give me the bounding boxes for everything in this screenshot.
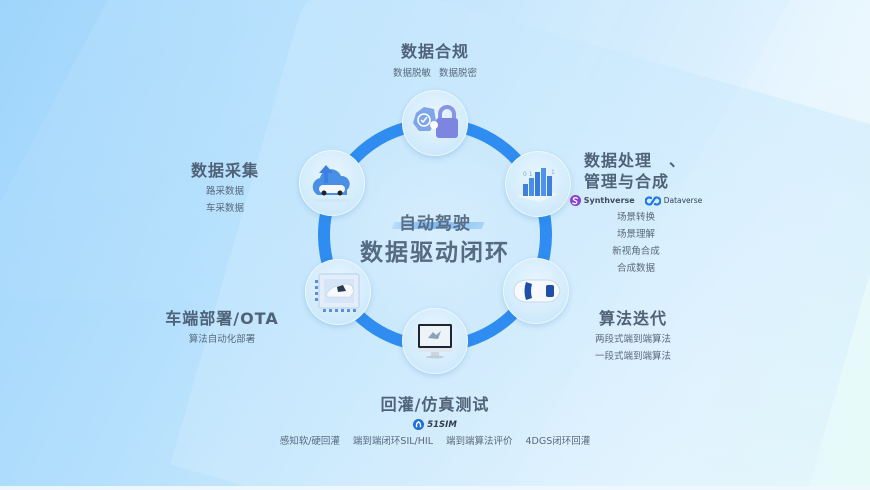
bar-chart-icon: 0 1 1 xyxy=(517,168,559,202)
node-item: 数据脱密 xyxy=(439,68,478,79)
label-processing: 数据处理 、 管理与合成 Synthverse Dataverse 场景转换 场… xyxy=(569,150,702,277)
monitor-icon xyxy=(418,324,452,359)
synthverse-logo: Synthverse xyxy=(569,195,635,206)
node-simulation[interactable] xyxy=(402,308,468,374)
dataverse-logo: Dataverse xyxy=(644,195,702,206)
svg-text:0 1: 0 1 xyxy=(523,171,533,178)
51sim-icon xyxy=(413,419,425,430)
chip-car-icon xyxy=(315,273,360,312)
node-iteration[interactable] xyxy=(503,258,569,324)
node-processing[interactable]: 0 1 1 xyxy=(505,151,571,217)
label-collection: 数据采集 路采数据 车采数据 xyxy=(170,157,280,217)
node-title: 数据处理 、 xyxy=(584,151,687,170)
shield-lock-icon xyxy=(413,105,458,138)
node-item: 一段式端到端算法 xyxy=(594,351,671,362)
car-topview-icon xyxy=(513,279,561,303)
node-item: 路采数据 xyxy=(205,186,244,197)
node-item: 场景转换 xyxy=(616,212,655,223)
node-title: 数据合规 xyxy=(400,42,469,61)
node-compliance[interactable] xyxy=(402,90,468,156)
node-item: 感知软/硬回灌 xyxy=(279,436,340,447)
node-item: 两段式端到端算法 xyxy=(594,334,671,345)
node-collection[interactable] xyxy=(299,150,365,216)
node-title: 回灌/仿真测试 xyxy=(380,395,490,414)
label-iteration: 算法迭代 两段式端到端算法 一段式端到端算法 xyxy=(578,305,688,365)
synthverse-icon xyxy=(569,195,581,206)
simulation-items: 感知软/硬回灌 端到端闭环SIL/HIL 端到端算法评价 4DGS闭环回灌 xyxy=(270,433,600,447)
51sim-logo: 51SIM xyxy=(270,419,600,430)
label-deployment: 车端部署/OTA 算法自动化部署 xyxy=(152,305,292,348)
center-title: 数据驱动闭环 xyxy=(360,240,510,266)
partner-logos: Synthverse Dataverse xyxy=(569,195,702,206)
node-item: 端到端算法评价 xyxy=(446,436,513,447)
bottom-bar xyxy=(0,486,870,490)
node-item: 新视角合成 xyxy=(612,246,660,257)
node-item: 端到端闭环SIL/HIL xyxy=(352,436,433,447)
center-subtitle: 自动驾驶 xyxy=(399,214,471,234)
label-simulation: 回灌/仿真测试 51SIM 感知软/硬回灌 端到端闭环SIL/HIL 端到端算法… xyxy=(270,391,600,447)
node-item: 合成数据 xyxy=(616,263,655,274)
node-item: 车采数据 xyxy=(205,203,244,214)
node-item: 场景理解 xyxy=(616,229,655,240)
dataverse-icon xyxy=(644,195,661,206)
node-title: 数据采集 xyxy=(190,161,259,180)
node-item: 算法自动化部署 xyxy=(188,334,256,345)
svg-text:1: 1 xyxy=(551,169,555,176)
node-title: 车端部署/OTA xyxy=(165,309,279,328)
node-item: 4DGS闭环回灌 xyxy=(525,436,591,447)
node-title: 算法迭代 xyxy=(598,309,667,328)
label-compliance: 数据合规 数据脱敏 数据脱密 xyxy=(360,38,510,79)
node-item: 数据脱敏 xyxy=(392,68,431,79)
cloud-upload-car-icon xyxy=(312,165,350,202)
node-deployment[interactable] xyxy=(305,259,371,325)
node-title: 管理与合成 xyxy=(584,172,670,191)
